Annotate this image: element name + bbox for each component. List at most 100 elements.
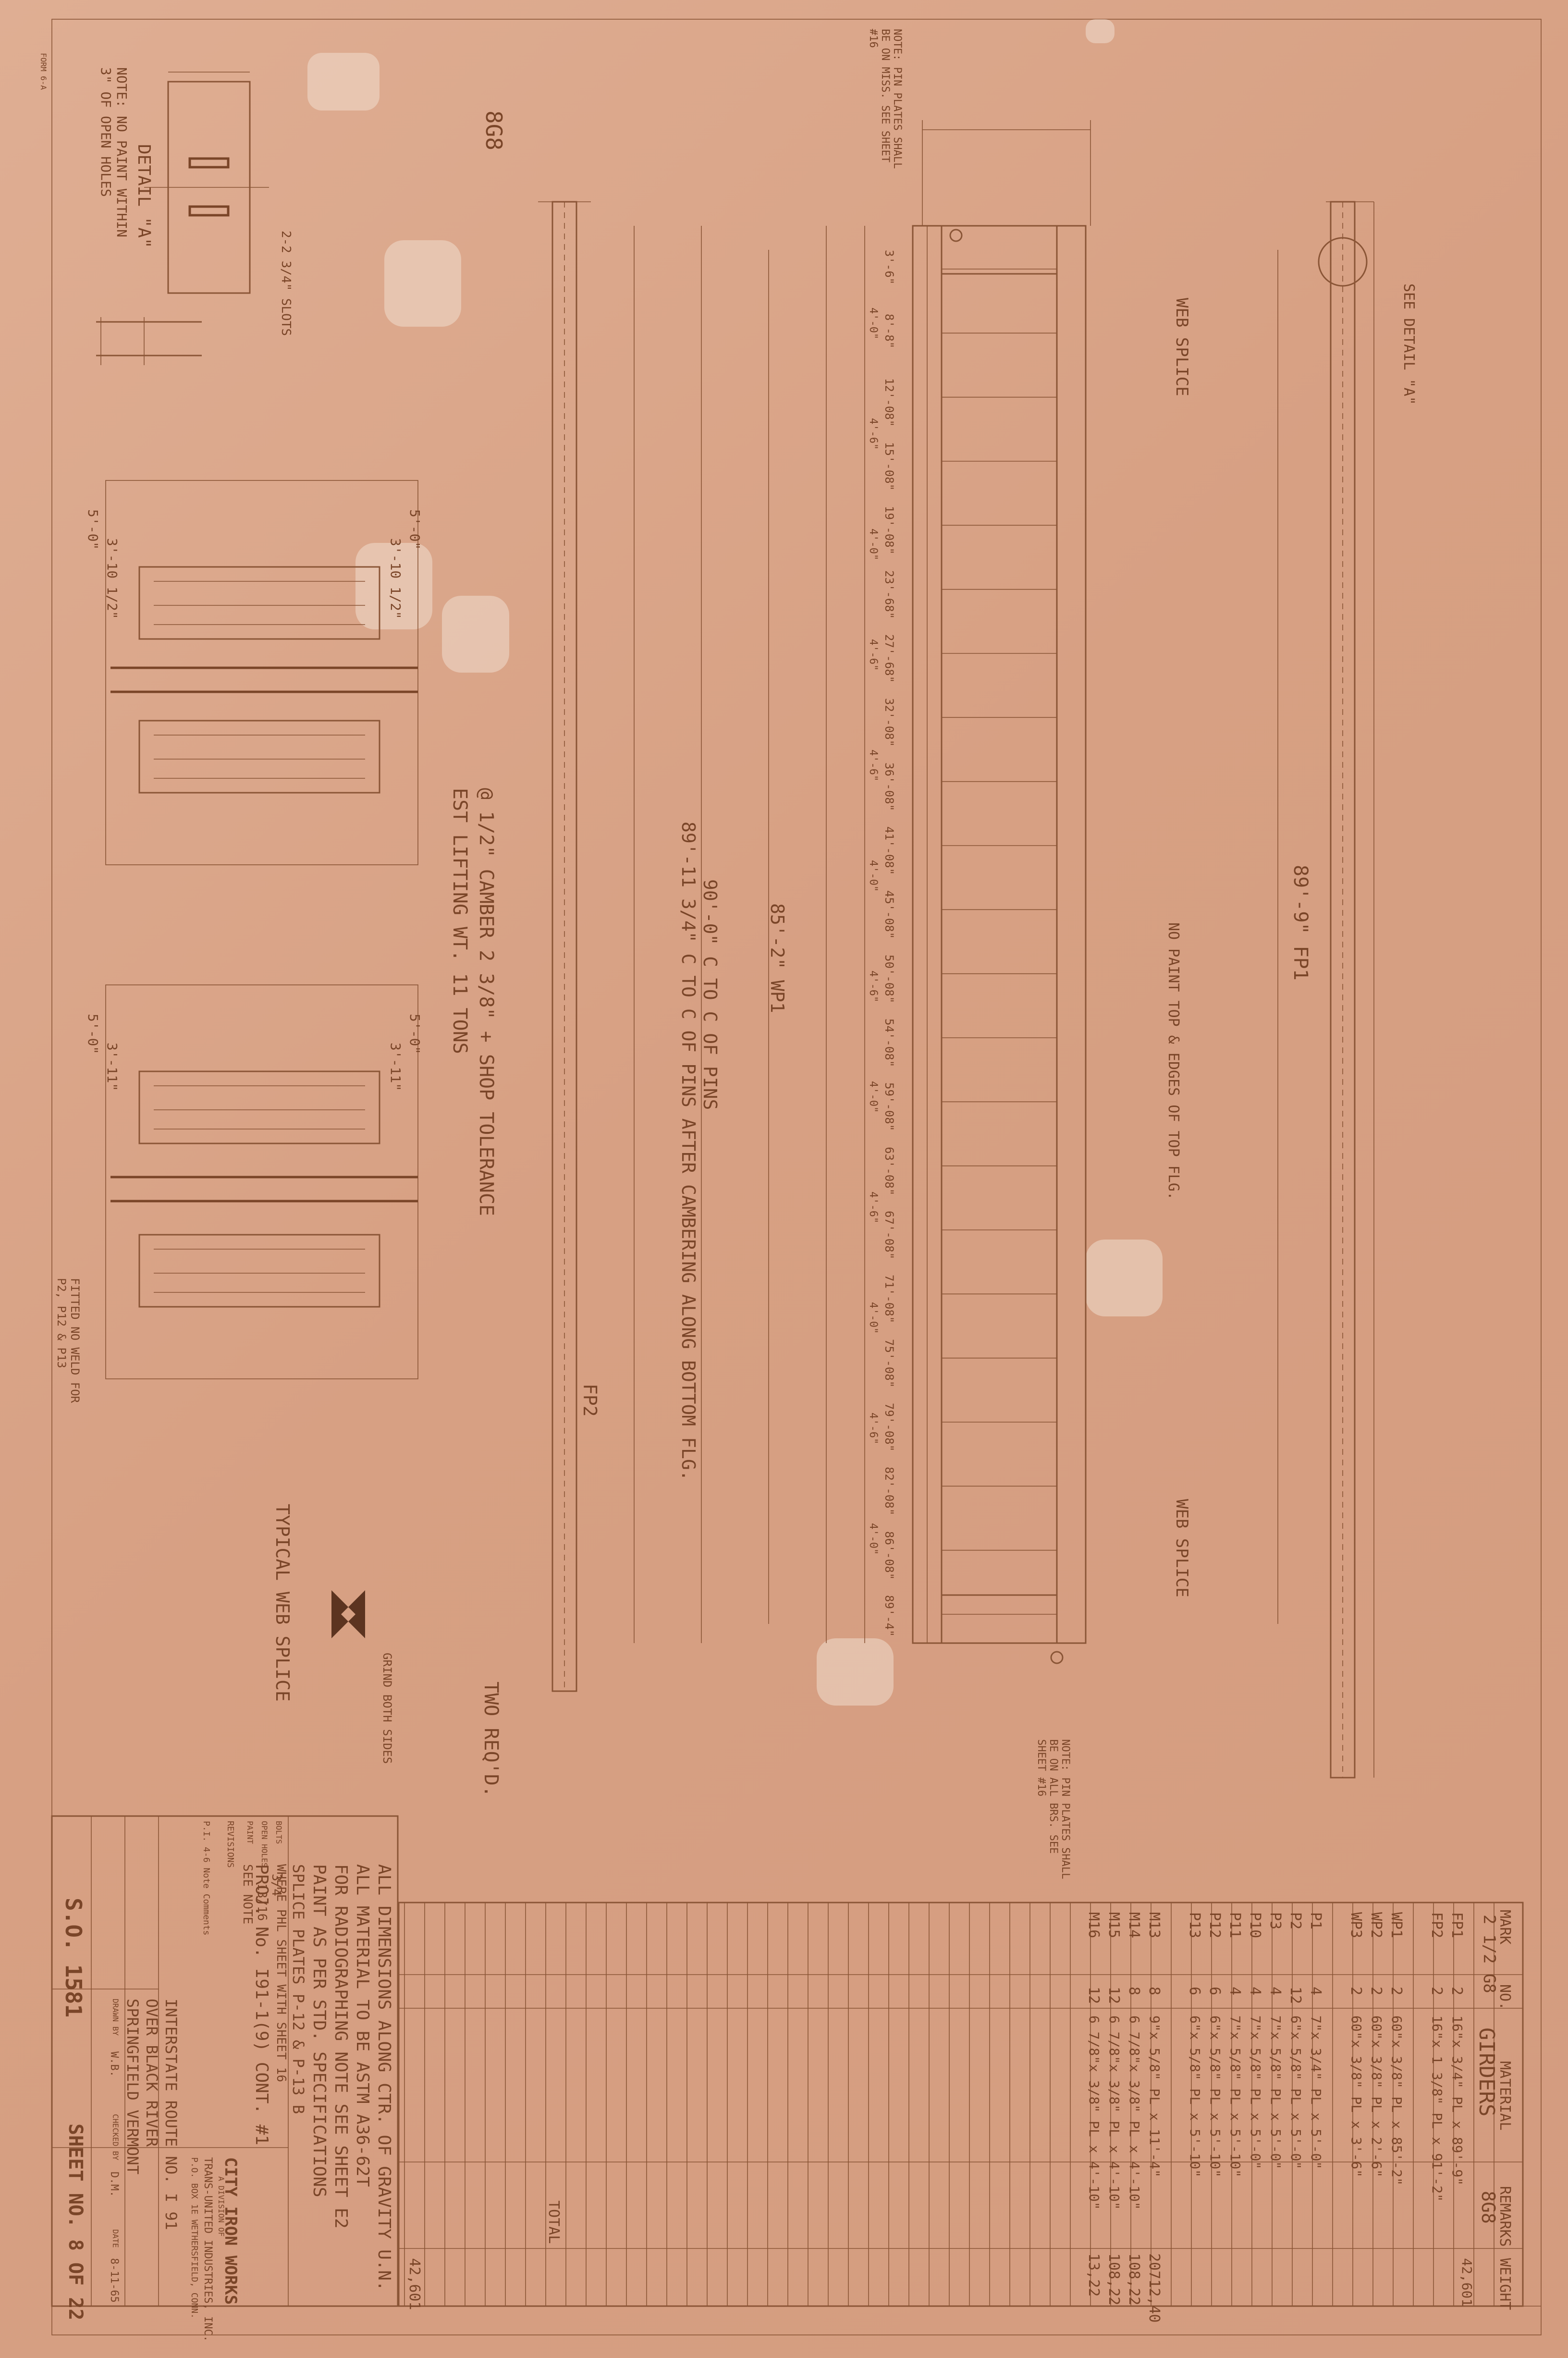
note-line: FOR RADIOGRAPHING NOTE SEE SHEET E2 <box>331 1864 351 2229</box>
bom-table-frame <box>398 1902 1524 2307</box>
form-number: FORM 6-A <box>39 53 48 90</box>
tape-stain <box>307 53 380 111</box>
station-label: 27'-68" <box>882 634 896 683</box>
bom-quantity: 4 <box>1247 1987 1263 1996</box>
bom-mark: P10 <box>1247 1912 1263 1939</box>
drawn-by-value: W.B. <box>108 2051 120 2077</box>
revisions-label: REVISIONS <box>225 1821 235 1868</box>
station-label: 79'-08" <box>882 1403 896 1452</box>
bom-quantity: 2 <box>1368 1987 1384 1996</box>
bolts-label: BOLTS <box>274 1821 283 1844</box>
bom-mark: P2 <box>1287 1912 1304 1930</box>
station-label: 59'-08" <box>882 1082 896 1131</box>
bom-header-mark: MARK <box>1496 1910 1513 1945</box>
pin-plate-note-bottom: NOTE: PIN PLATES SHALL BE ON ALL BRS. SE… <box>1035 1739 1071 1879</box>
bom-quantity: 4 <box>1307 1987 1324 1996</box>
bom-header-material: MATERIAL <box>1496 2061 1513 2131</box>
bom-quantity: 8 <box>1146 1987 1163 1996</box>
bom-material: 6 7/8"x 3/8" PL x 4'-10" <box>1127 2015 1142 2210</box>
pin-plate-top <box>941 225 1058 275</box>
pin-plate-note-top: NOTE: PIN PLATES SHALL BE ON MISS. SEE S… <box>867 29 903 169</box>
bolts-value: 3/4 <box>269 1874 283 1896</box>
splice-2-dim: 3'-11" <box>104 1043 120 1092</box>
company-address: P.O. BOX 1E WETHERSFIELD, CONN. <box>189 2157 199 2319</box>
stiffener-spacing: 4'-0" <box>867 1081 879 1113</box>
sheet-number: SHEET NO. 8 OF 22 <box>64 2124 86 2321</box>
bom-quantity: 12 <box>1105 1987 1122 2004</box>
bom-material: 6"x 5/8" PL x 5'-10" <box>1207 2015 1223 2178</box>
stiffener-spacing: 4'-0" <box>867 528 879 561</box>
bottom-flange <box>1056 225 1087 1644</box>
bom-material: 60"x 3/8" PL x 2'-6" <box>1369 2015 1384 2178</box>
grind-note: GRIND BOTH SIDES <box>380 1653 394 1764</box>
bom-title: GIRDERS <box>1474 2027 1499 2117</box>
fp2-label: FP2 <box>579 1384 600 1417</box>
station-label: 12'-08" <box>882 378 896 427</box>
bom-quantity: 2 <box>1348 1987 1364 1996</box>
stiffeners <box>942 269 1057 1615</box>
station-label: 63'-08" <box>882 1146 896 1195</box>
detail-a-note: NOTE: NO PAINT WITHIN 3" OF OPEN HOLES <box>98 67 130 238</box>
bom-total-label: TOTAL <box>545 2200 562 2244</box>
station-label: 41'-08" <box>882 826 896 875</box>
bom-quantity: 12 <box>1085 1987 1102 2004</box>
bom-quantity: 2 <box>1428 1987 1445 1996</box>
bom-header-remarks: REMARKS <box>1496 2186 1513 2247</box>
web-splice-top-label: WEB SPLICE <box>1172 298 1191 396</box>
bom-mark: WP1 <box>1388 1912 1405 1939</box>
station-label: 45'-08" <box>882 890 896 939</box>
note-line: ALL DIMENSIONS ALONG CTR. OF GRAVITY U.N… <box>374 1864 394 2291</box>
station-label: 8'-8" <box>882 314 896 349</box>
splice-2-upper-plate <box>138 1070 380 1144</box>
bom-mark: P3 <box>1267 1912 1284 1930</box>
dim-pins: 90'-0" C TO C OF PINS <box>699 879 721 1110</box>
bom-header-weight: WEIGHT <box>1496 2258 1513 2310</box>
bom-title-mark: 8G8 <box>1478 2191 1499 2224</box>
bom-mark: M14 <box>1126 1912 1142 1939</box>
stiffener-spacing: 4'-6" <box>867 639 879 671</box>
date-value: 8-11-65 <box>108 2258 120 2303</box>
date-label: DATE <box>111 2229 120 2248</box>
station-label: 50'-08" <box>882 954 896 1003</box>
splice-elevation-1 <box>105 480 418 865</box>
bom-quantity: 2 <box>1388 1987 1405 1996</box>
open-holes-value: 13/16 <box>255 1883 269 1921</box>
stiffener-spacing: 4'-6" <box>867 418 879 450</box>
bom-mark: M13 <box>1146 1912 1163 1939</box>
bom-total-weight: 42,601 <box>406 2258 423 2310</box>
bom-material: 7"x 5/8" PL x 5'-10" <box>1227 2015 1243 2178</box>
bom-material: 9"x 5/8" PL x 11'-4" <box>1147 2015 1163 2178</box>
bom-quantity: 4 <box>1267 1987 1284 1996</box>
bom-quantity: 2 <box>1448 1987 1465 1996</box>
required-count: TWO REQ'D. <box>480 1682 502 1797</box>
bom-material: 6"x 5/8" PL x 5'-10" <box>1187 2015 1203 2178</box>
web-plate <box>912 225 1086 1644</box>
splice-elevation-2 <box>105 984 418 1379</box>
no-paint-note: NO PAINT TOP & EDGES OF TOP FLG. <box>1165 922 1182 1200</box>
bom-mark: P13 <box>1186 1912 1203 1939</box>
station-label: 71'-08" <box>882 1275 896 1324</box>
typical-web-splice-title: TYPICAL WEB SPLICE <box>272 1504 293 1702</box>
stiffener-spacing: 4'-0" <box>867 1523 879 1555</box>
bom-mark: WP2 <box>1368 1912 1384 1939</box>
pin-plate-bottom <box>941 1594 1058 1644</box>
bom-mark: P1 <box>1307 1912 1324 1930</box>
station-label: 67'-08" <box>882 1211 896 1260</box>
see-detail-label: SEE DETAIL "A" <box>1400 283 1417 405</box>
splice-2-dim: 5'-0" <box>85 1014 101 1055</box>
bom-material: 6"x 5/8" PL x 5'-0" <box>1288 2015 1304 2170</box>
paint-label: PAINT <box>245 1821 255 1844</box>
project-river: OVER BLACK RIVER <box>143 1999 161 2147</box>
dim-pins-after: 89'-11 3/4" C TO C OF PINS AFTER CAMBERI… <box>678 822 699 1481</box>
bom-quantity: 8 <box>1126 1987 1142 1996</box>
bom-material: 6 7/8"x 3/8" PL x 4'-10" <box>1106 2015 1122 2210</box>
lifting-weight: EST LIFTING WT. 11 TONS <box>449 788 471 1054</box>
splice-1-upper-plate <box>138 566 380 640</box>
note-line: WHERE PHL SHEET WITH SHEET 16 <box>274 1864 288 2082</box>
station-label: 23'-68" <box>882 570 896 619</box>
stiffener-spacing: 4'-6" <box>867 749 879 782</box>
bom-material: 16"x 1 3/8" PL x 91'-2" <box>1429 2015 1445 2202</box>
splice-2-lower-plate <box>138 1234 380 1308</box>
bom-quantity: 12 <box>1287 1987 1304 2004</box>
bom-weight: 13,22 <box>1085 2253 1102 2297</box>
